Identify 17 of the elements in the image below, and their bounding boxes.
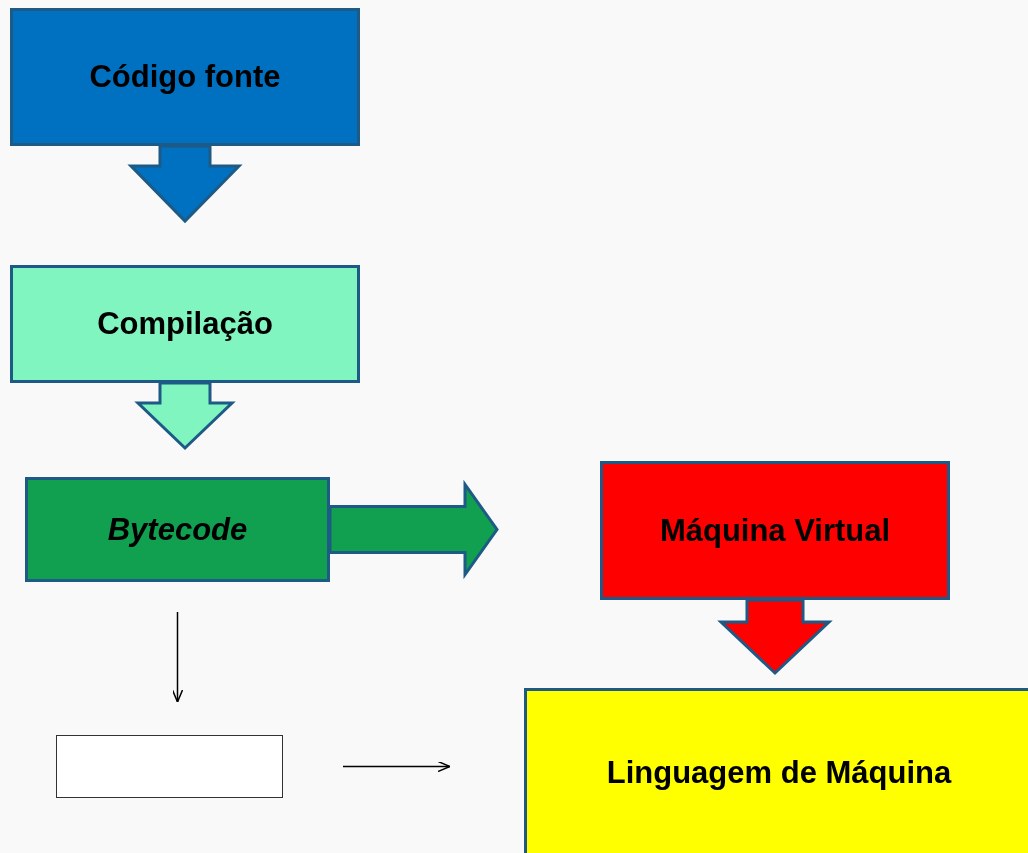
node-label: Código fonte [89,59,281,95]
block-arrow [328,479,499,580]
process-box [10,265,360,383]
process-box [10,8,360,146]
block-arrow [127,144,243,224]
node-label: Máquina Virtual [659,512,891,549]
arrow [342,760,451,773]
node-label: Compilação [97,306,273,342]
node-label: Linguagem de Máquina [606,755,952,791]
node-label: Bytecode [107,511,248,548]
process-box [524,688,1028,853]
block-arrow [134,381,236,451]
process-box [25,477,330,582]
block-arrow [717,598,833,676]
arrow [171,611,184,703]
process-box [600,461,950,600]
empty-box [56,735,283,798]
